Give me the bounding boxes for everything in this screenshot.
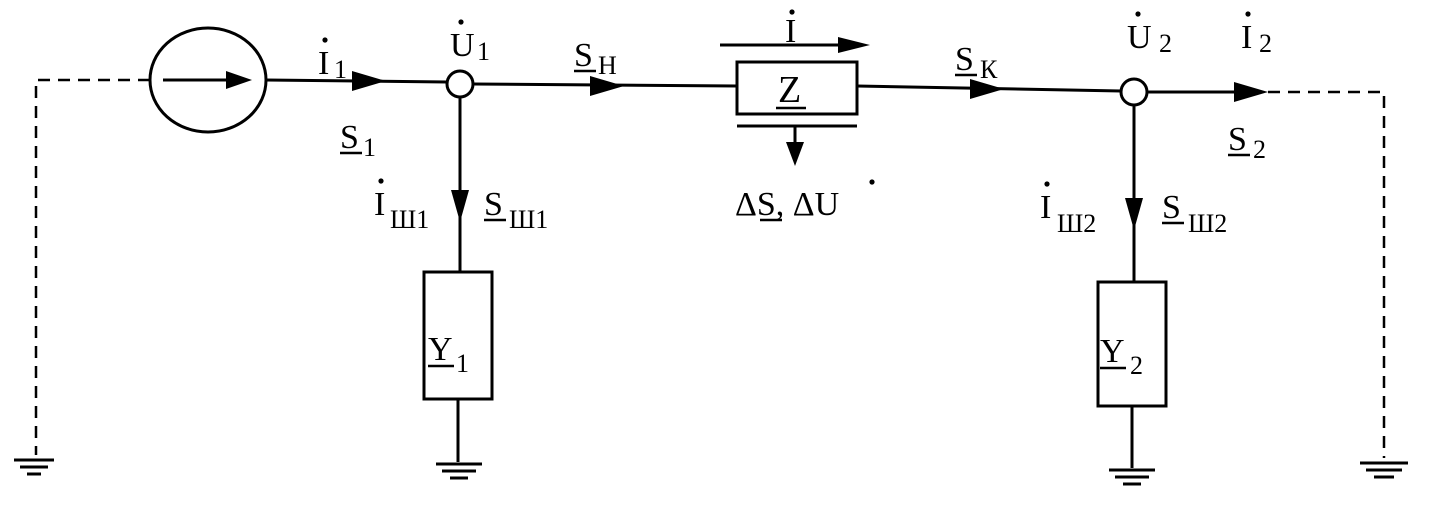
arrow-i2-icon [1234,82,1268,102]
node2-icon [1119,77,1149,107]
node1-icon [445,69,475,99]
svg-text:2: 2 [1253,135,1266,164]
svg-text:1: 1 [456,349,469,378]
label-losses: ΔS, ΔU [735,179,875,223]
svg-text:Ш2: Ш2 [1057,209,1096,238]
ground-right-icon [1360,461,1408,479]
arrow-sk-icon [970,79,1004,99]
arrow-ish2-icon [1125,198,1143,230]
svg-text:S: S [340,119,359,156]
svg-text:Ш1: Ш1 [509,205,548,234]
branch-current-arrow-icon [720,37,870,53]
svg-text:Ш2: Ш2 [1188,209,1227,238]
svg-text:I: I [1040,189,1051,226]
label-sk: S К [955,41,998,84]
svg-text:2: 2 [1159,29,1172,58]
svg-text:S: S [1162,189,1181,226]
label-sn: S Н [574,37,617,80]
label-u1: U 1 [450,19,490,66]
label-ish2: I Ш2 [1040,181,1096,238]
label-y2: Y 2 [1100,333,1143,380]
svg-text:1: 1 [334,55,347,84]
label-z: Z [776,69,806,111]
arrow-loss-icon [786,142,804,166]
svg-text:Ш1: Ш1 [390,205,429,234]
label-u2: U 2 [1127,11,1172,58]
label-i1: I 1 [318,37,347,84]
arrow-i1-icon [352,71,386,91]
svg-text:К: К [980,55,998,84]
left-dashed-return [34,78,150,455]
svg-text:I: I [785,13,796,50]
svg-text:S: S [1228,121,1247,158]
arrow-ish1-icon [451,190,469,222]
svg-text:2: 2 [1130,351,1143,380]
svg-text:1: 1 [477,37,490,66]
admittance-y2-box [1096,280,1168,408]
svg-text:Y: Y [1100,333,1125,370]
svg-text:I: I [374,186,385,223]
svg-text:U: U [1127,19,1152,56]
right-dashed-return [1268,90,1386,458]
label-y1: Y 1 [428,331,469,378]
svg-text:Н: Н [598,51,617,80]
ground-node2-icon [1109,468,1155,486]
svg-text:1: 1 [363,133,376,162]
ground-node1-icon [436,462,482,480]
label-s1: S 1 [340,119,376,162]
ground-left-icon [14,458,54,476]
svg-text:S: S [484,186,503,223]
svg-text:Z: Z [778,69,801,111]
admittance-y1-box [422,270,494,401]
svg-text:S: S [574,37,593,74]
svg-text:Y: Y [428,331,453,368]
label-ssh1: S Ш1 [484,186,548,234]
label-ssh2: S Ш2 [1162,189,1227,238]
svg-text:U: U [450,27,475,64]
label-ish1: I Ш1 [374,178,429,234]
source-icon [148,26,268,134]
svg-text:ΔS, ΔU: ΔS, ΔU [735,186,839,223]
svg-text:2: 2 [1259,29,1272,58]
impedance-z-box [735,60,859,116]
svg-text:I: I [318,45,329,82]
label-i2: I 2 [1241,11,1272,58]
svg-text:S: S [955,41,974,78]
svg-text:I: I [1241,19,1252,56]
arrow-sn-icon [590,76,624,96]
label-branch-current: I [785,9,796,50]
label-s2: S 2 [1228,121,1266,164]
